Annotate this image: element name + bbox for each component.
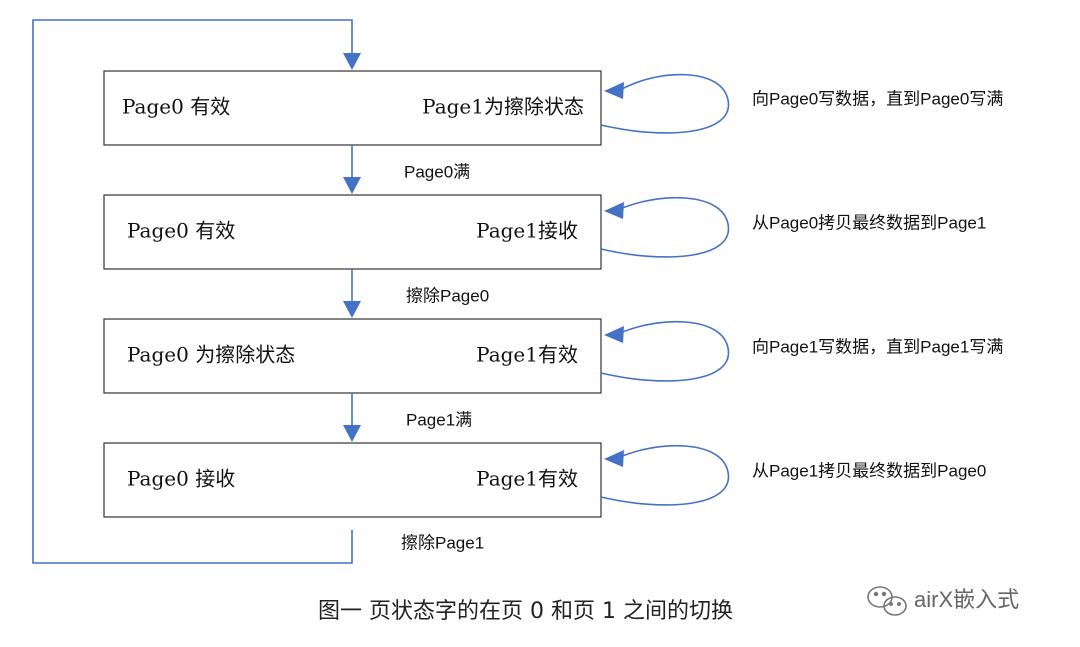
state-box-4-left: Page0 接收 — [127, 467, 235, 491]
wechat-icon — [867, 586, 907, 616]
state-box-3: Page0 为擦除状态 Page1有效 — [103, 318, 602, 394]
watermark-text: airX嵌入式 — [914, 587, 1019, 612]
state-box-1-left: Page0 有效 — [122, 95, 230, 119]
loop-note-2: 从Page0拷贝最终数据到Page1 — [752, 213, 986, 232]
loop-note-1: 向Page0写数据，直到Page0写满 — [752, 89, 1003, 108]
state-box-1-right: Page1为擦除状态 — [422, 95, 584, 119]
transition-3: Page1满 — [343, 393, 472, 442]
return-loop-line — [32, 19, 353, 564]
transition-1: Page0满 — [343, 145, 470, 194]
loop-note-3: 向Page1写数据，直到Page1写满 — [752, 337, 1003, 356]
self-loop-4 — [600, 444, 730, 506]
transition-1-label: Page0满 — [404, 162, 470, 181]
self-loop-1 — [600, 73, 730, 134]
state-box-2-right: Page1接收 — [476, 219, 578, 243]
transition-3-label: Page1满 — [406, 410, 472, 429]
watermark: airX嵌入式 — [867, 586, 1019, 616]
figure-caption: 图一 页状态字的在页 0 和页 1 之间的切换 — [318, 599, 733, 624]
state-box-4: Page0 接收 Page1有效 — [103, 442, 602, 518]
state-box-2-left: Page0 有效 — [127, 219, 235, 243]
transition-4-label: 擦除Page1 — [401, 533, 484, 552]
self-loop-2 — [600, 196, 730, 258]
transition-2: 擦除Page0 — [343, 269, 489, 318]
state-box-1: Page0 有效 Page1为擦除状态 — [103, 70, 602, 146]
self-loop-3 — [600, 320, 730, 382]
return-loop-arrowhead — [343, 53, 361, 70]
state-box-3-right: Page1有效 — [476, 343, 578, 367]
transition-2-label: 擦除Page0 — [406, 286, 489, 305]
loop-note-4: 从Page1拷贝最终数据到Page0 — [752, 461, 986, 480]
state-box-3-left: Page0 为擦除状态 — [127, 343, 295, 367]
state-box-4-right: Page1有效 — [476, 467, 578, 491]
state-box-2: Page0 有效 Page1接收 — [103, 194, 602, 270]
